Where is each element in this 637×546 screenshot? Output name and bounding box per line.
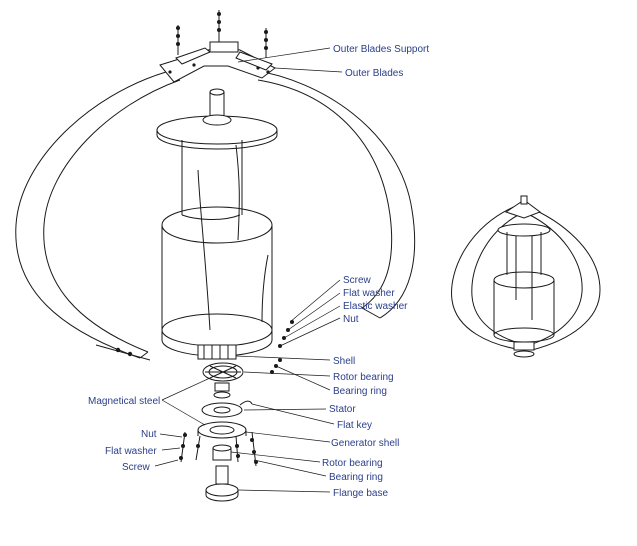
main-turbine-assembly (15, 10, 416, 502)
label-outer-blades-support: Outer Blades Support (333, 44, 429, 55)
label-rotor-bearing-upper: Rotor bearing (333, 372, 394, 383)
label-nut-upper: Nut (343, 314, 359, 325)
lower-bolts (179, 431, 258, 467)
magnetical-steel-ring (202, 362, 244, 382)
label-generator-shell: Generator shell (331, 438, 399, 449)
label-outer-blades: Outer Blades (345, 68, 403, 79)
label-flat-washer-lower: Flat washer (105, 446, 157, 457)
outer-blades-support (159, 41, 276, 83)
leader-lines (154, 47, 343, 493)
label-bearing-ring-upper: Bearing ring (333, 386, 387, 397)
label-screw-upper: Screw (343, 275, 372, 286)
label-bearing-ring-lower: Bearing ring (329, 472, 383, 483)
flange-base (205, 465, 239, 502)
stator (201, 400, 253, 418)
outer-blade-right (251, 69, 416, 319)
label-rotor-bearing-lower: Rotor bearing (322, 458, 383, 469)
generator-shell (197, 421, 247, 439)
label-shell: Shell (333, 356, 355, 367)
label-stator: Stator (329, 404, 356, 415)
rotor-bearing-upper (213, 382, 231, 399)
label-nut-lower: Nut (141, 429, 157, 440)
label-screw-lower: Screw (122, 462, 151, 473)
turbine-shell (161, 206, 273, 360)
label-flat-key: Flat key (337, 420, 372, 431)
label-flange-base: Flange base (333, 488, 388, 499)
outer-blade-left (15, 71, 181, 359)
label-magnetical-steel: Magnetical steel (88, 396, 160, 407)
assembled-turbine-view (451, 195, 601, 358)
diagram-labels: Outer Blades Support Outer Blades Screw … (88, 44, 429, 499)
helical-blade (181, 140, 243, 331)
upper-disc (156, 114, 278, 150)
support-bolts (176, 10, 268, 58)
rotor-bearing-lower (212, 444, 232, 461)
label-elastic-washer: Elastic washer (343, 301, 408, 312)
label-flat-washer-upper: Flat washer (343, 288, 395, 299)
blade-tip-left (95, 344, 151, 361)
